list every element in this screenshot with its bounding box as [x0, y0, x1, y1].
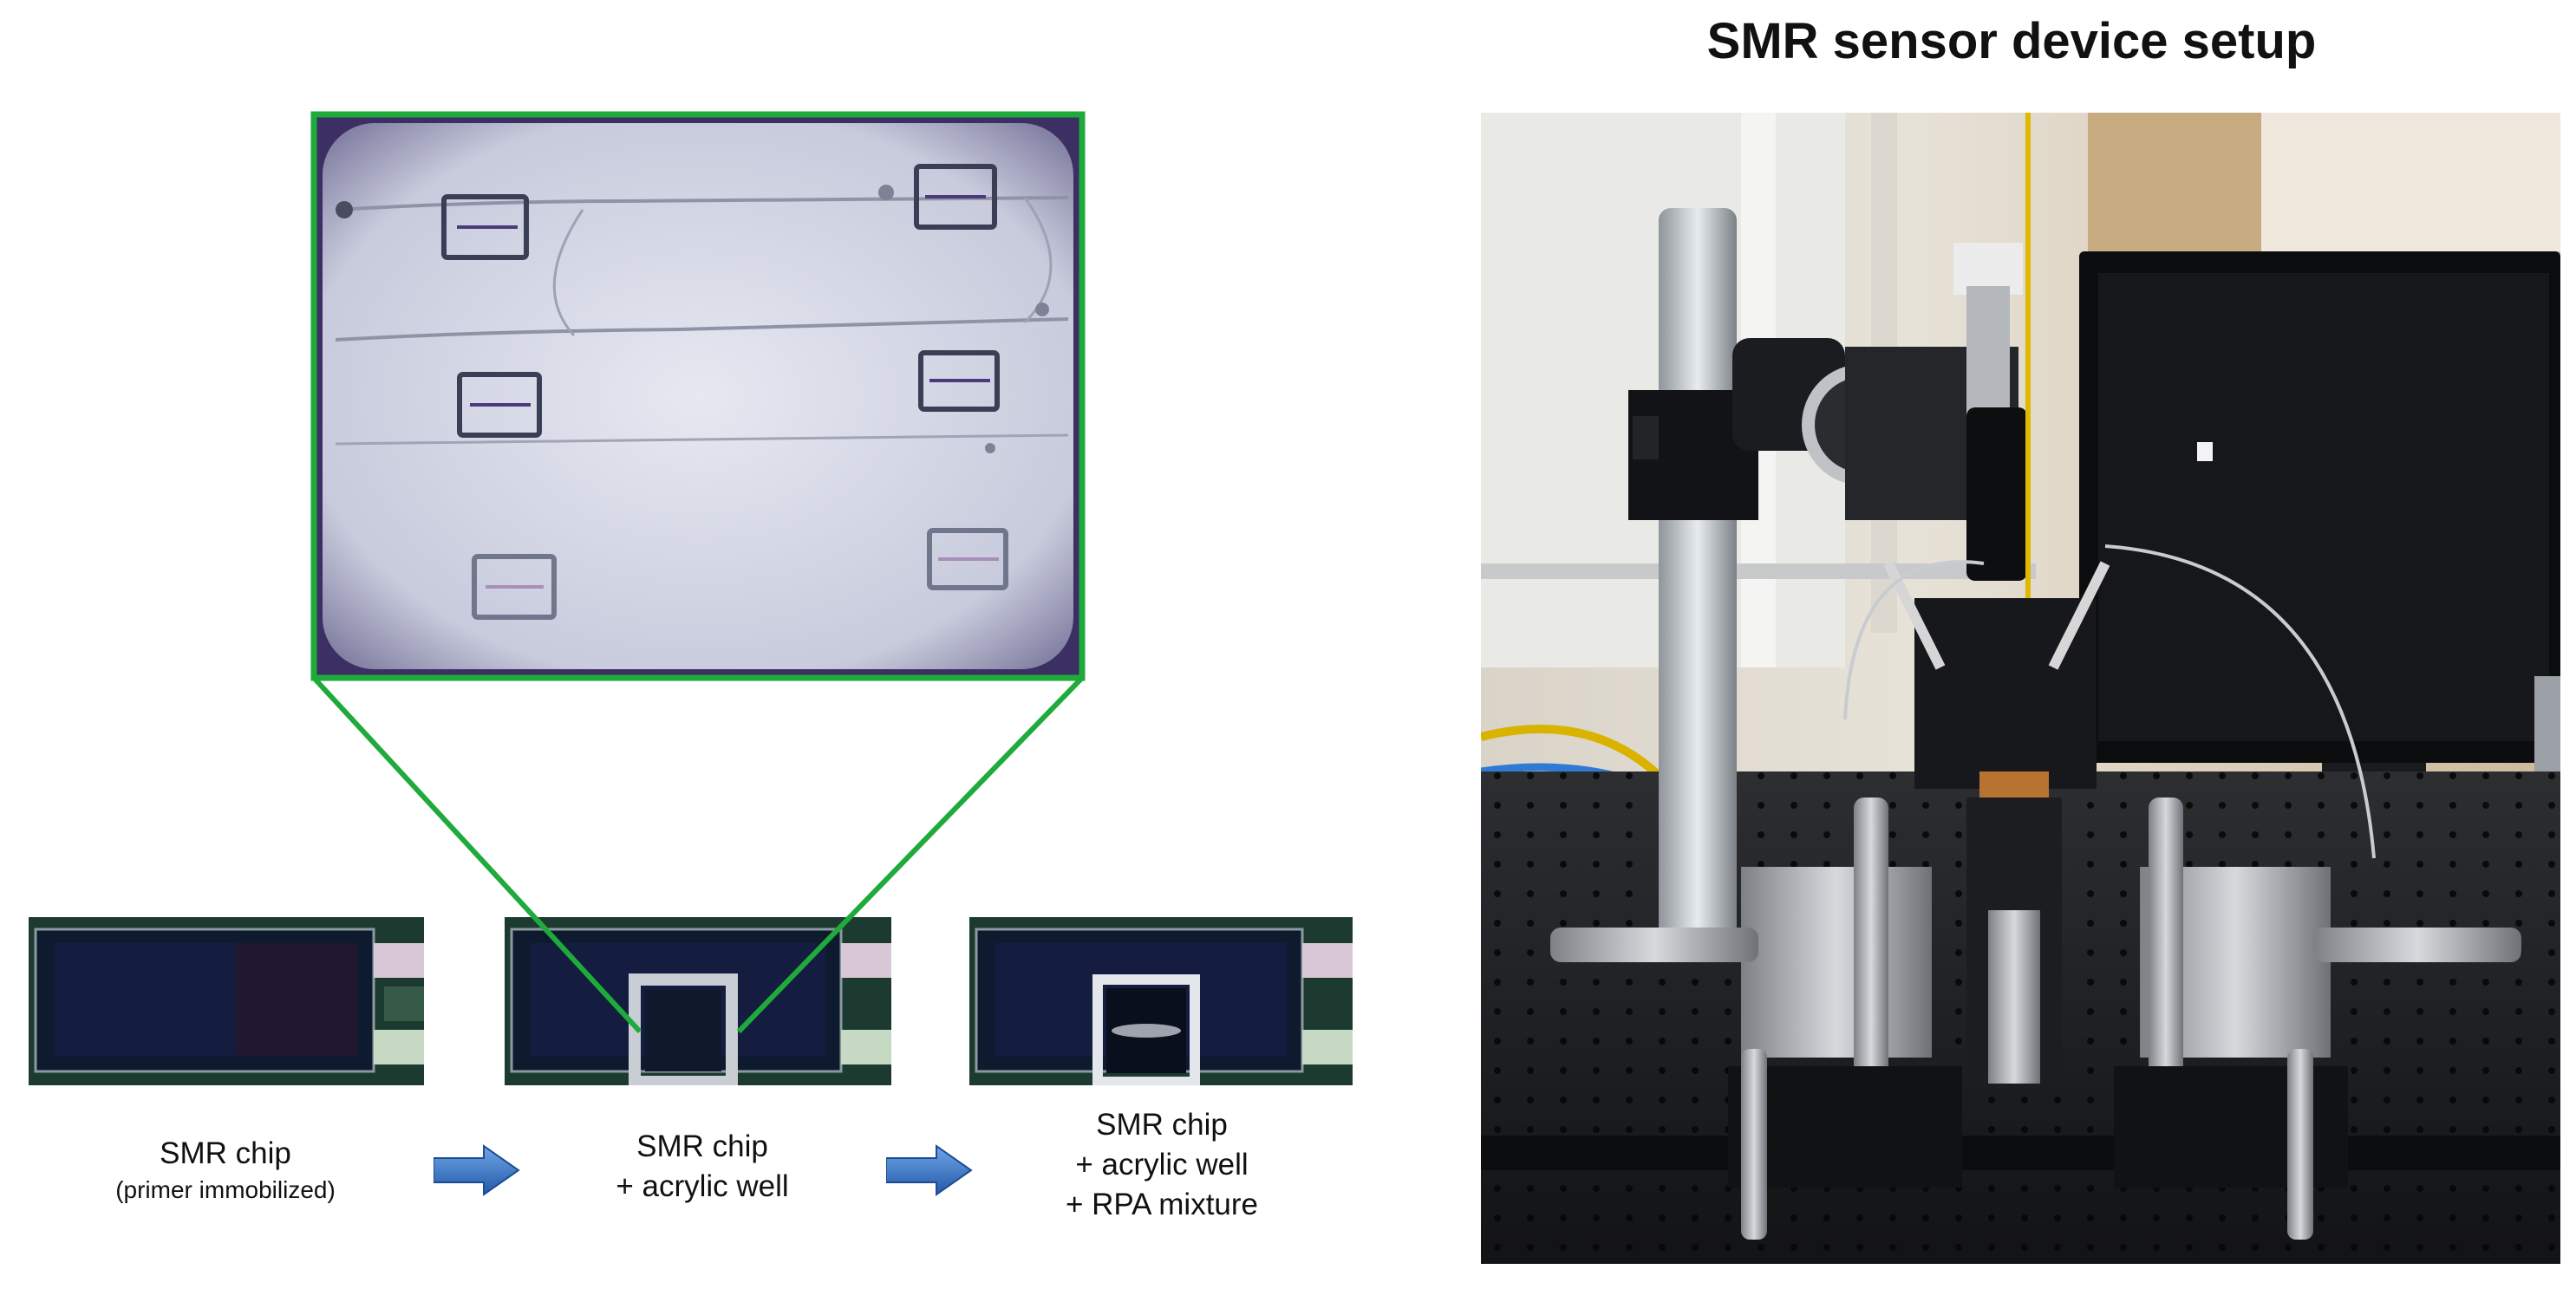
step-3-caption: SMR chip + acrylic well + RPA mixture [988, 1105, 1335, 1225]
setup-title: SMR sensor device setup [1706, 13, 2317, 69]
step-3-subtitle: + acrylic well [1075, 1148, 1249, 1182]
step-2-caption: SMR chip + acrylic well [538, 1127, 867, 1207]
step-2-title: SMR chip [636, 1130, 768, 1163]
step-3-title: SMR chip [1096, 1108, 1228, 1142]
smr-chip-primer-immobilized [29, 917, 424, 1085]
smr-chip-acrylic-well [505, 917, 891, 1085]
arrow-right-icon [886, 1144, 973, 1196]
step-1-title: SMR chip [160, 1136, 291, 1170]
chip-micrograph [314, 114, 1082, 678]
step-1-subtitle: (primer immobilized) [115, 1176, 336, 1203]
smr-chip-acrylic-well-rpa [969, 917, 1353, 1085]
arrow-right-icon [434, 1144, 520, 1196]
setup-photo [1481, 113, 2560, 1264]
step-3-extra: + RPA mixture [1065, 1188, 1259, 1221]
step-2-subtitle: + acrylic well [616, 1169, 789, 1203]
step-1-caption: SMR chip (primer immobilized) [52, 1134, 399, 1207]
